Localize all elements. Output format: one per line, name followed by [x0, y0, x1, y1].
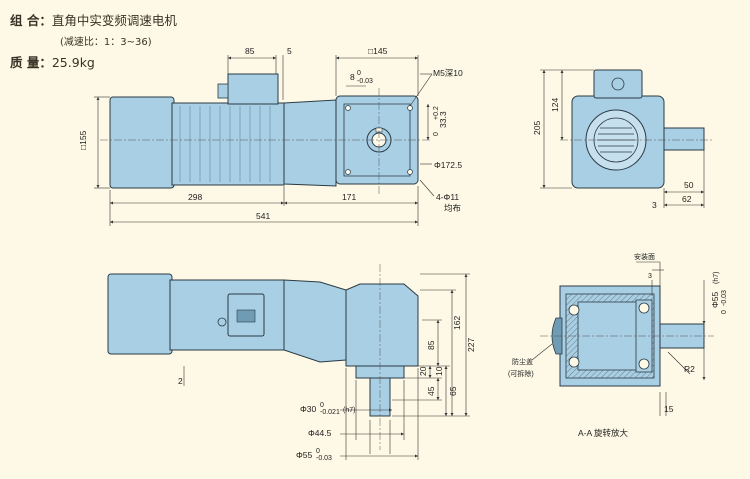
bottom-motor-body	[169, 279, 285, 351]
dim-205: 205	[532, 121, 542, 135]
dim-45: 45	[426, 386, 436, 396]
bolt-hole	[407, 169, 413, 175]
dim-55-fit: (h7)	[713, 272, 720, 284]
dim-145: □145	[368, 46, 388, 56]
combo-line: 组 合：直角中实变频调速电机	[10, 10, 177, 29]
dim-55-tol-lower: -0.03	[721, 290, 728, 306]
mass-line: 质 量：25.9kg	[10, 52, 95, 71]
dim-5: 5	[287, 46, 292, 56]
dim-227: 227	[466, 338, 476, 352]
dim-15: 15	[664, 404, 674, 414]
bolt-hole	[345, 105, 351, 111]
bottom-adapter	[283, 279, 347, 363]
dim-even: 均布	[444, 203, 461, 213]
section-a-a: 安装面 3 Φ55 (h7) 0 -0.03 防尘盖 (可拆除) 15 R2 A…	[508, 252, 728, 438]
motor-body	[171, 102, 285, 186]
dim-55b-tol-upper: 0	[316, 448, 320, 455]
cable-gland	[217, 83, 229, 99]
removable-label: (可拆除)	[508, 369, 534, 378]
output-shaft	[663, 127, 705, 151]
bottom-gearbox	[345, 283, 419, 367]
mass-label: 质 量：	[10, 55, 52, 70]
terminal-box	[227, 73, 279, 105]
dim-85: 85	[245, 46, 255, 56]
dim-50: 50	[684, 180, 694, 190]
dim-r2: R2	[684, 364, 695, 374]
dim-20: 20	[418, 366, 428, 376]
dim-171: 171	[342, 192, 356, 202]
dim-162: 162	[452, 316, 462, 330]
bearing-ball	[568, 304, 580, 316]
front-view-bottom: 227 162 85 20 10 45 65 2 Φ30 0 -0.021 (h…	[107, 264, 476, 462]
dim-298: 298	[188, 192, 202, 202]
dim-3b: 3	[648, 273, 652, 280]
dim-30-fit: (h7)	[343, 407, 355, 414]
dust-cover-label: 防尘盖	[512, 357, 533, 366]
dim-33-tol-zero: 0	[433, 132, 440, 136]
dim-33: 33.3	[438, 111, 448, 128]
dim-33-tol: +0.2	[433, 106, 440, 120]
section-label: A-A 旋转放大	[578, 428, 629, 438]
dim-85b: 85	[426, 340, 436, 350]
dim-4-11: 4-Φ11	[436, 192, 459, 202]
dim-30-tol-upper: 0	[320, 402, 324, 409]
dim-155: □155	[78, 130, 88, 150]
bearing-ball	[638, 302, 650, 314]
dim-8: 8	[350, 72, 355, 82]
cooling-fins	[179, 106, 271, 182]
mount-face-label: 安装面	[634, 252, 655, 261]
dim-541: 541	[256, 211, 270, 221]
combo-label: 组 合：	[10, 13, 52, 28]
bottom-end-cap	[107, 273, 173, 355]
side-view-top: 205 124 50 3 62	[532, 69, 712, 210]
dim-172: Φ172.5	[434, 160, 462, 170]
bolt-hole	[345, 169, 351, 175]
bearing-ball	[638, 358, 650, 370]
dim-55b: Φ55	[296, 450, 313, 460]
dim-44: Φ44.5	[308, 428, 332, 438]
dim-65: 65	[448, 386, 458, 396]
dim-124: 124	[550, 98, 560, 112]
mass-value: 25.9kg	[51, 55, 95, 70]
combo-value: 直角中实变频调速电机	[51, 13, 177, 28]
dim-55-h7: Φ55	[710, 291, 720, 308]
front-view-top: 85 5 □145 8 0 -0.03 M5深10 □155 33.3 +0.2…	[78, 46, 463, 226]
dim-m5: M5深10	[433, 68, 463, 78]
dim-30: Φ30	[300, 404, 317, 414]
dim-2: 2	[178, 376, 183, 386]
dim-55b-tol-lower: -0.03	[316, 455, 332, 462]
nameplate	[236, 309, 256, 323]
dim-8-tol-lower: -0.03	[357, 78, 373, 85]
dim-55-tol-upper: 0	[721, 310, 728, 314]
dim-8-tol-upper: 0	[357, 70, 361, 77]
bearing-ball	[568, 356, 580, 368]
ratio-note: (减速比：1：3~36)	[60, 37, 152, 48]
motor-end-cap	[109, 96, 175, 189]
dim-62: 62	[682, 194, 692, 204]
dim-10: 10	[434, 366, 444, 376]
dim-30-tol-lower: -0.021	[320, 409, 340, 416]
dim-3: 3	[652, 200, 657, 210]
adapter-flange	[283, 99, 337, 187]
bolt-hole	[407, 105, 413, 111]
